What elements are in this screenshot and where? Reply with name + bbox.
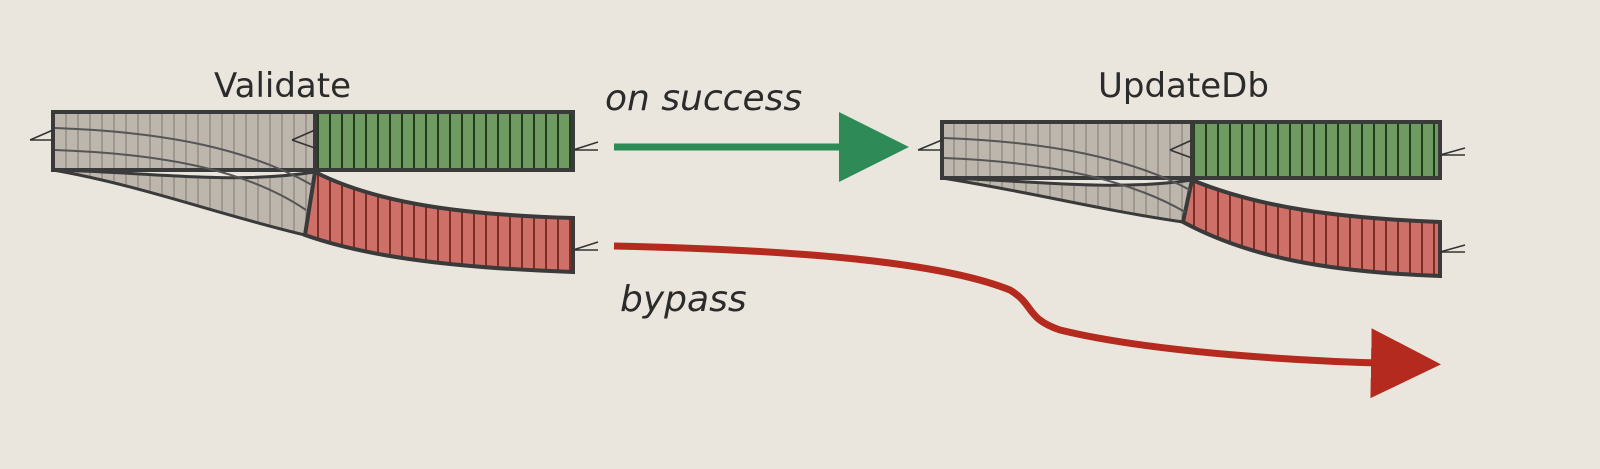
validate-rail-ends (29, 129, 599, 251)
validate-switch-lines (54, 127, 313, 211)
edge-label-bypass: bypass (620, 279, 747, 320)
node-title-validate: Validate (214, 66, 352, 106)
updatedb-switch-lines (943, 137, 1191, 213)
bypass-arrow (613, 242, 1441, 399)
updatedb-rail-ends (917, 139, 1466, 253)
updatedb-green-branch (1190, 120, 1442, 180)
validate-gray-straight (51, 110, 317, 172)
validate-green-branch (313, 110, 575, 172)
validate-red-branch (302, 168, 575, 275)
updatedb-gray-curve (941, 176, 1194, 224)
updatedb-track (917, 120, 1466, 279)
validate-track (29, 110, 599, 275)
updatedb-red-branch (1180, 177, 1442, 279)
edge-label-on-success: on success (605, 78, 803, 119)
node-title-updatedb: UpdateDb (1098, 66, 1269, 106)
validate-gray-curve (52, 168, 317, 237)
